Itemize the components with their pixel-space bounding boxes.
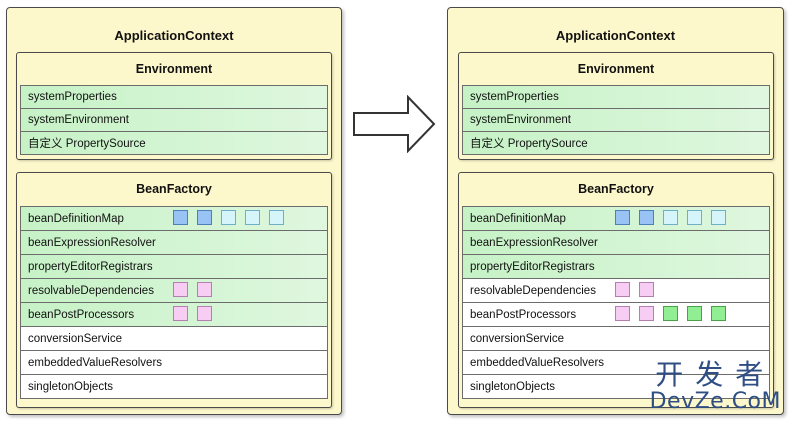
right-bf-row-embedded-value-resolvers: embeddedValueResolvers [462, 350, 770, 375]
dependency-square [615, 282, 630, 297]
map-entry-square [615, 210, 630, 225]
right-env-row-custom-property-source: 自定义 PropertySource [462, 131, 770, 155]
left-environment-box: Environment systemProperties systemEnvir… [16, 52, 332, 160]
right-beanfactory-box: BeanFactory beanDefinitionMap beanExpres… [458, 172, 774, 408]
dependency-square [173, 282, 188, 297]
right-bf-row-bean-definition-map: beanDefinitionMap [462, 206, 770, 231]
left-bf-row-bean-expression-resolver: beanExpressionResolver [20, 230, 328, 255]
left-bf-row-resolvable-dependencies: resolvableDependencies [20, 278, 328, 303]
right-environment-box: Environment systemProperties systemEnvir… [458, 52, 774, 160]
left-bf-row-conversion-service: conversionService [20, 326, 328, 351]
map-entry-square [711, 210, 726, 225]
post-processor-square [173, 306, 188, 321]
map-entry-square [269, 210, 284, 225]
right-env-row-system-environment: systemEnvironment [462, 108, 770, 132]
right-bf-row-bean-expression-resolver: beanExpressionResolver [462, 230, 770, 255]
right-bf-row-conversion-service: conversionService [462, 326, 770, 351]
post-processor-square [615, 306, 630, 321]
left-bf-row-embedded-value-resolvers: embeddedValueResolvers [20, 350, 328, 375]
watermark-cn: 开发者 [655, 358, 776, 391]
map-entry-square [197, 210, 212, 225]
post-processor-square [663, 306, 678, 321]
post-processor-square [639, 306, 654, 321]
transition-arrow-icon [353, 95, 436, 153]
map-entry-square [639, 210, 654, 225]
post-processor-square [687, 306, 702, 321]
right-application-context: ApplicationContext Environment systemPro… [447, 7, 784, 415]
watermark-en: DevZe.CoM [649, 389, 781, 414]
right-application-context-title: ApplicationContext [555, 28, 676, 43]
left-bf-row-property-editor-registrars: propertyEditorRegistrars [20, 254, 328, 279]
map-entry-square [173, 210, 188, 225]
map-entry-square [663, 210, 678, 225]
right-beanfactory-title: BeanFactory [578, 182, 654, 196]
left-beanfactory-title: BeanFactory [136, 182, 212, 196]
map-entry-square [221, 210, 236, 225]
dependency-square [639, 282, 654, 297]
left-env-row-custom-property-source: 自定义 PropertySource [20, 131, 328, 155]
left-bf-row-bean-post-processors: beanPostProcessors [20, 302, 328, 327]
left-env-row-system-properties: systemProperties [20, 85, 328, 109]
dependency-square [197, 282, 212, 297]
right-bf-row-bean-post-processors: beanPostProcessors [462, 302, 770, 327]
watermark: 开发者 DevZe.CoM [650, 360, 781, 414]
map-entry-square [245, 210, 260, 225]
post-processor-square [197, 306, 212, 321]
left-application-context: ApplicationContext Environment systemPro… [6, 7, 342, 415]
right-environment-title: Environment [577, 62, 655, 76]
right-env-row-system-properties: systemProperties [462, 85, 770, 109]
left-application-context-title: ApplicationContext [114, 28, 234, 43]
left-env-row-system-environment: systemEnvironment [20, 108, 328, 132]
left-environment-title: Environment [135, 62, 213, 76]
left-beanfactory-box: BeanFactory beanDefinitionMap beanExpres… [16, 172, 332, 408]
left-bf-row-singleton-objects: singletonObjects [20, 374, 328, 399]
left-bf-row-bean-definition-map: beanDefinitionMap [20, 206, 328, 231]
right-bf-row-property-editor-registrars: propertyEditorRegistrars [462, 254, 770, 279]
post-processor-square [711, 306, 726, 321]
right-bf-row-resolvable-dependencies: resolvableDependencies [462, 278, 770, 303]
right-bf-row-singleton-objects: singletonObjects [462, 374, 770, 399]
map-entry-square [687, 210, 702, 225]
